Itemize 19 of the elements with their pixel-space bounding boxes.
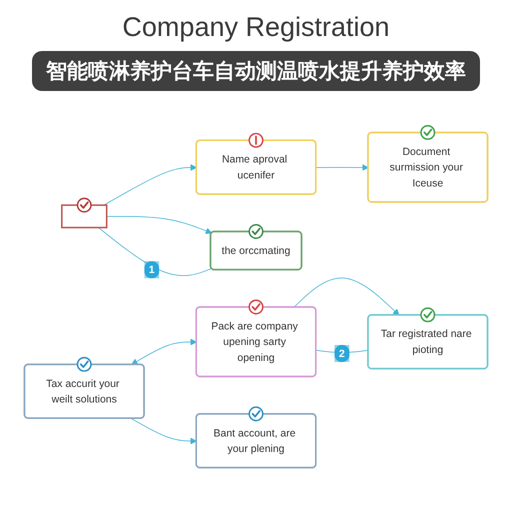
arrow <box>106 216 212 234</box>
process-box: Document surmission your Iceuse <box>367 132 488 204</box>
banner-caption: 智能喷淋养护台车自动测温喷水提升养护效率 <box>32 51 480 91</box>
arrow <box>131 339 197 366</box>
process-box: Pack are company upening sarty opening <box>195 306 317 378</box>
arrow <box>103 164 197 206</box>
edge-label: 2 <box>334 345 350 363</box>
arrow <box>316 164 369 172</box>
process-box: Tar registrated nare pioting <box>367 314 488 370</box>
connector-line <box>98 228 212 276</box>
arrow <box>130 418 197 445</box>
title: Company Registration <box>122 12 390 43</box>
process-box: the orccmating <box>210 231 302 271</box>
process-box: Name aproval ucenifer <box>195 140 317 196</box>
process-box <box>61 204 108 229</box>
arrow <box>293 278 400 316</box>
process-box: Tax accurit your weilt solutions <box>24 364 145 420</box>
edge-label: 1 <box>144 262 160 279</box>
process-box: Bant account, are your plening <box>195 414 317 469</box>
